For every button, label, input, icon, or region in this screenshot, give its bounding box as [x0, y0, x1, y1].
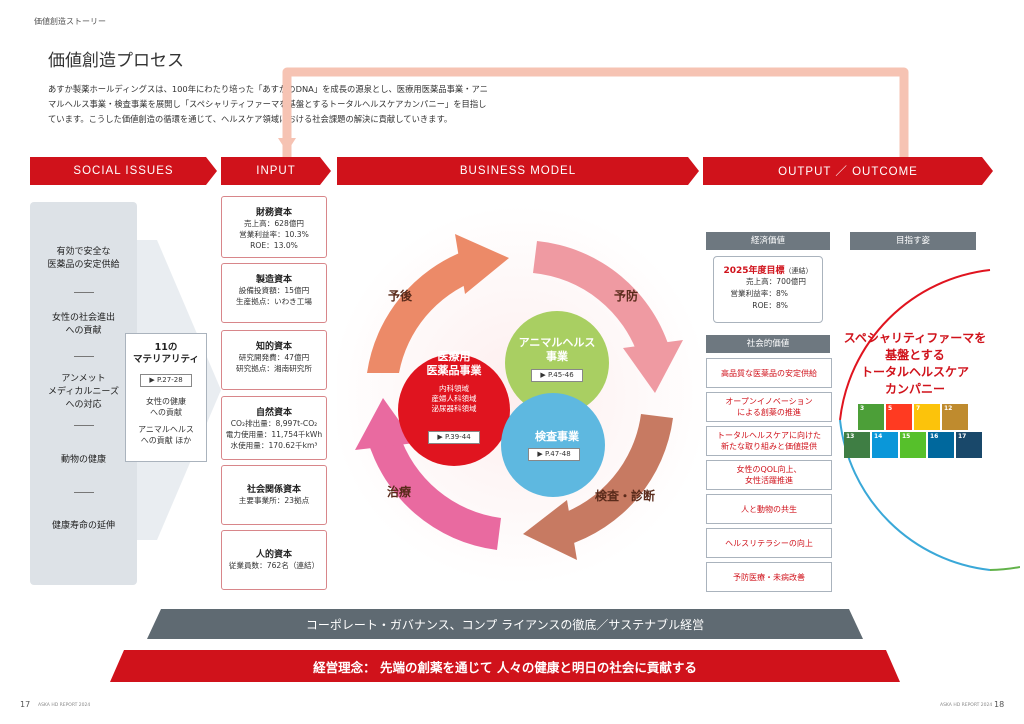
- sdg-5-icon: 5: [886, 404, 912, 430]
- input-title: 知的資本: [255, 342, 292, 352]
- banner-output-outcome: OUTPUT ／ OUTCOME: [703, 157, 993, 185]
- materiality-item: 女性の健康 への貢献: [146, 397, 186, 417]
- input-capital-social: 社会関係資本 主要事業所：23拠点: [221, 465, 327, 525]
- report-name-left: ASKA HD REPORT 2024: [38, 703, 91, 708]
- social-value-item: 高品質な医薬品の安定供給: [706, 358, 832, 388]
- input-title: 製造資本: [255, 275, 292, 285]
- input-line: 売上高：628億円: [243, 219, 305, 228]
- banner-business-model: BUSINESS MODEL: [337, 157, 699, 185]
- materiality-box: 11の マテリアリティ ▶ P.27-28 女性の健康 への貢献 アニマルヘルス…: [125, 333, 207, 462]
- econ-value-box: 2025年度目標（連結） 売上高：700億円 営業利益率：8% ROE：8%: [713, 256, 823, 323]
- social-value-item: 女性のQOL向上、 女性活躍推進: [706, 460, 832, 490]
- testing-page-ref[interactable]: ▶ P.47-48: [528, 448, 580, 461]
- input-title: 人的資本: [255, 550, 292, 560]
- governance-band: コーポレート・ガバナンス、コンプ ライアンスの徹底／サステナブル経営: [147, 609, 863, 639]
- pharma-business-circle: [398, 354, 510, 466]
- sdg-7-icon: 7: [914, 404, 940, 430]
- banner-input: INPUT: [221, 157, 331, 185]
- input-line: 研究開発費：47億円: [238, 353, 310, 362]
- page-number-left: 17: [20, 700, 31, 709]
- input-line: 営業利益率：10.3%: [239, 230, 309, 239]
- input-capital-financial: 財務資本 売上高：628億円 営業利益率：10.3% ROE：13.0%: [221, 196, 327, 258]
- issue-divider: [74, 292, 94, 293]
- page-title: 価値創造プロセス: [48, 51, 184, 71]
- issue-item: アンメット メディカルニーズ への対応: [48, 374, 119, 410]
- sdg-13-icon: 13: [844, 432, 870, 458]
- issue-item: 動物の健康: [60, 455, 106, 465]
- aim-heading: 目指す姿: [850, 232, 976, 250]
- social-value-item: 予防医療・未病改善: [706, 562, 832, 592]
- animal-health-circle: [505, 311, 609, 415]
- econ-target-year: 2025年度目標: [723, 266, 785, 276]
- banner-social-issues: SOCIAL ISSUES: [30, 157, 217, 185]
- intro-paragraph: あすか製薬ホールディングスは、100年にわたり培った「あすかのDNA」を成長の源…: [48, 84, 488, 124]
- social-issues-panel: 有効で安全な 医薬品の安定供給 女性の社会進出 への貢献 アンメット メディカル…: [30, 202, 137, 585]
- econ-target-title: 2025年度目標（連結）: [714, 263, 822, 276]
- input-line: 研究拠点：湘南研究所: [236, 364, 312, 373]
- materiality-item: アニマルヘルス への貢献 ほか: [138, 425, 194, 445]
- input-line: 電力使用量：11,754千kWh: [225, 430, 323, 439]
- cycle-arrow-chiryo: [355, 398, 501, 550]
- testing-title: 検査事業: [535, 430, 579, 443]
- issue-item: 女性の社会進出 への貢献: [51, 313, 115, 336]
- report-name-right: ASKA HD REPORT 2024: [940, 703, 993, 708]
- input-line: 従業員数：762名（連結）: [228, 561, 320, 570]
- issue-item: 有効で安全な 医薬品の安定供給: [47, 247, 120, 270]
- stage-yobo-label: 予防: [613, 289, 638, 303]
- econ-target-scope: （連結）: [784, 267, 813, 275]
- input-line: ROE：13.0%: [250, 241, 298, 250]
- input-capital-intellectual: 知的資本 研究開発費：47億円 研究拠点：湘南研究所: [221, 330, 327, 390]
- social-value-heading: 社会的価値: [706, 335, 830, 353]
- issue-item: 健康寿命の延伸: [51, 521, 115, 531]
- page-number-right: 18: [994, 700, 1005, 709]
- aim-statement: スペシャリティファーマを 基盤とする トータルヘルスケア カンパニー: [843, 331, 987, 396]
- stage-yogo-label: 予後: [387, 289, 412, 303]
- input-capital-natural: 自然資本 CO₂排出量：8,997t-CO₂ 電力使用量：11,754千kWh …: [221, 396, 327, 460]
- issue-divider: [74, 492, 94, 493]
- business-model-diagram: [337, 205, 703, 585]
- cycle-arrow-kensa: [523, 414, 673, 560]
- pharma-title: 医療用 医薬品事業: [426, 350, 482, 377]
- pharma-subtitle: 内科領域 産婦人科領域 泌尿器科領域: [431, 384, 477, 413]
- input-title: 社会関係資本: [246, 485, 301, 495]
- sdg-14-icon: 14: [872, 432, 898, 458]
- sdg-15-icon: 15: [900, 432, 926, 458]
- econ-target-line: 営業利益率：8%: [730, 289, 788, 298]
- issue-divider: [74, 425, 94, 426]
- pharma-page-ref[interactable]: ▶ P.39-44: [428, 431, 480, 444]
- sdg-16-icon: 16: [928, 432, 954, 458]
- issue-divider: [74, 356, 94, 357]
- testing-business-circle: [501, 393, 605, 497]
- input-capital-manufacturing: 製造資本 設備投資額：15億円 生産拠点：いわき工場: [221, 263, 327, 323]
- stage-chiryo-label: 治療: [386, 485, 411, 499]
- input-title: 財務資本: [255, 208, 292, 218]
- social-value-item: ヘルスリテラシーの向上: [706, 528, 832, 558]
- sdg-3-icon: 3: [858, 404, 884, 430]
- input-line: 主要事業所：23拠点: [238, 496, 310, 505]
- input-title: 自然資本: [255, 408, 292, 418]
- input-capital-human: 人的資本 従業員数：762名（連結）: [221, 530, 327, 590]
- econ-value-heading: 経済価値: [706, 232, 830, 250]
- input-line: 設備投資額：15億円: [238, 286, 310, 295]
- cycle-arrow-yobo: [533, 241, 683, 393]
- philosophy-band: 経営理念： 先端の創薬を通じて 人々の健康と明日の社会に貢献する: [110, 650, 900, 682]
- stage-kensa-label: 検査・診断: [594, 489, 655, 503]
- cycle-arrow-yogo: [367, 234, 509, 373]
- input-line: 生産拠点：いわき工場: [236, 297, 312, 306]
- econ-target-line: 売上高：700億円: [745, 277, 806, 286]
- social-value-item: トータルヘルスケアに向けた 新たな取り組みと価値提供: [706, 426, 832, 456]
- input-line: CO₂排出量：8,997t-CO₂: [230, 419, 318, 428]
- animal-health-page-ref[interactable]: ▶ P.45-46: [531, 369, 583, 382]
- sdg-17-icon: 17: [956, 432, 982, 458]
- section-label: 価値創造ストーリー: [34, 17, 106, 26]
- sdg-12-icon: 12: [942, 404, 968, 430]
- econ-target-line: ROE：8%: [752, 301, 788, 310]
- materiality-page-ref[interactable]: ▶ P.27-28: [140, 374, 192, 387]
- input-line: 水使用量：170.62千km³: [230, 441, 318, 450]
- animal-health-title: アニマルヘルス 事業: [518, 336, 596, 363]
- materiality-title: 11の マテリアリティ: [133, 342, 199, 365]
- social-value-item: 人と動物の共生: [706, 494, 832, 524]
- social-value-item: オープンイノベーション による創薬の推進: [706, 392, 832, 422]
